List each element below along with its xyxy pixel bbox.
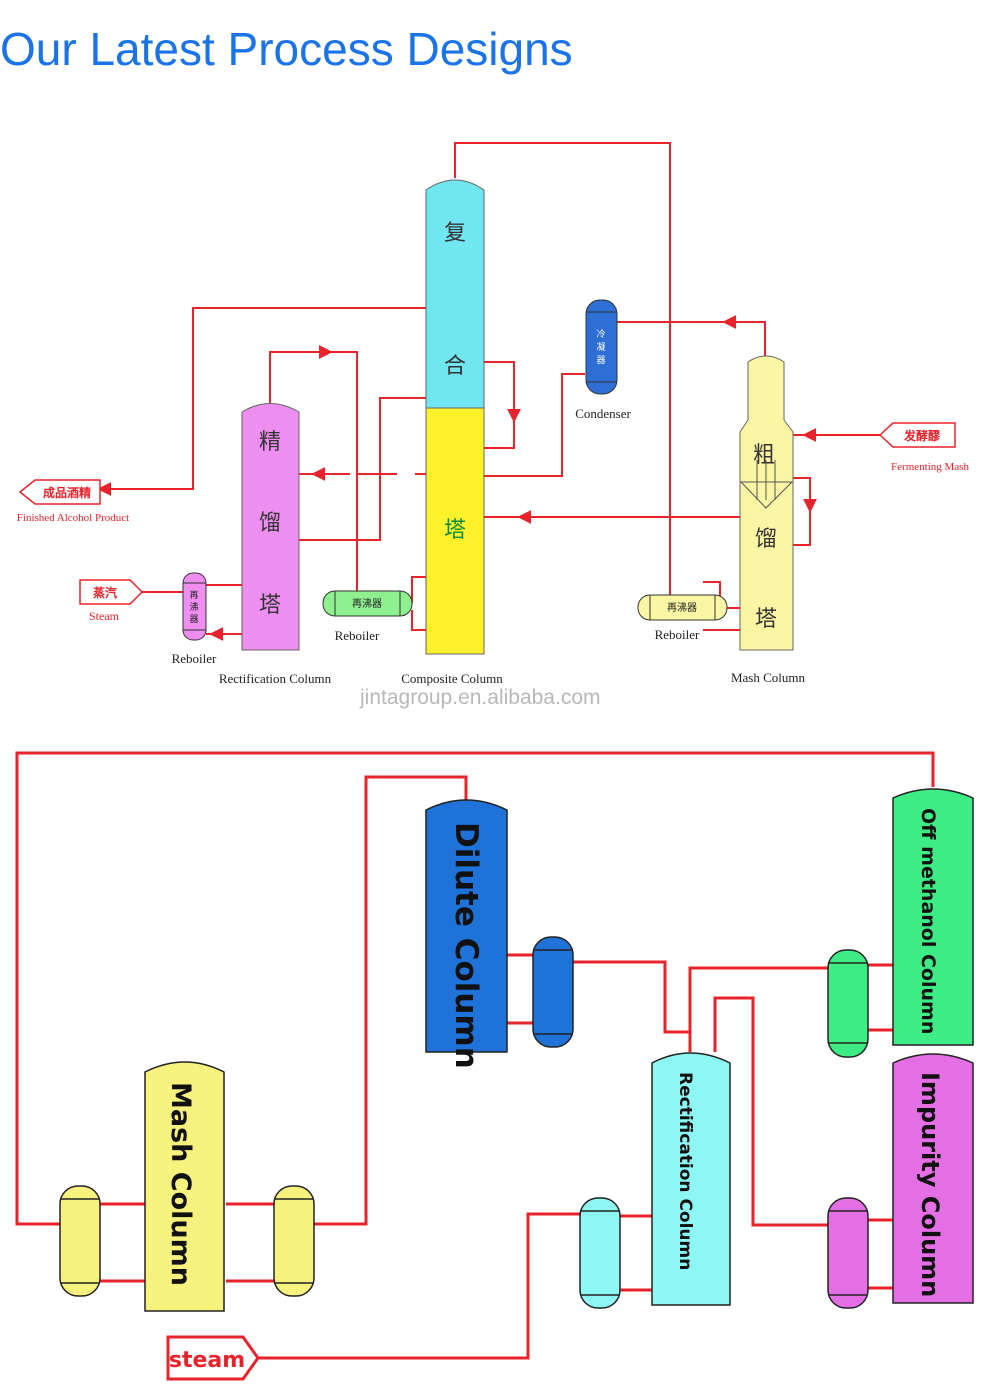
pipe-rect-offmeth xyxy=(688,966,828,1032)
off-methanol-label: Off methanol Column xyxy=(917,808,939,1034)
mash-column: 粗 馏 塔 Mash Column xyxy=(731,355,806,685)
pipe-steam-2 xyxy=(258,1212,580,1360)
reboiler-right-text: 再沸器 xyxy=(667,601,697,614)
rectification-reboiler-2 xyxy=(579,1197,621,1309)
diagram-1: 复 合 塔 Composite Column 精 馏 塔 Rectificati… xyxy=(17,142,969,686)
mash-label-2: Mash Column xyxy=(165,1082,196,1286)
steam-tag-label: Steam xyxy=(89,609,120,623)
condenser-char-2: 凝 xyxy=(596,342,605,353)
condenser-label: Condenser xyxy=(575,406,631,421)
pipe-outer-loop xyxy=(15,751,935,1226)
mash-tag-text: 发酵醪 xyxy=(903,428,941,443)
reboiler-mid-label: Reboiler xyxy=(335,628,380,643)
reboiler-left-char-3: 器 xyxy=(189,614,198,625)
rect-char-3: 塔 xyxy=(259,593,281,618)
mash-tag: 发酵醪 Fermenting Mash xyxy=(878,422,969,473)
mash-char-2: 馏 xyxy=(755,527,777,552)
pipe-composite-to-product xyxy=(97,307,426,496)
off-methanol-column: Off methanol Column xyxy=(892,788,974,1046)
reboiler-right-label: Reboiler xyxy=(655,627,700,642)
mash-column-2: Mash Column xyxy=(144,1061,225,1312)
composite-column-bottom xyxy=(425,407,485,655)
diagram-2: Dilute Column Off methanol Column Impuri… xyxy=(15,751,974,1381)
condenser-char-3: 器 xyxy=(596,355,605,366)
reboiler-left: 再 沸 器 Reboiler xyxy=(172,572,217,666)
pipe-mash-dilute xyxy=(312,775,468,1226)
product-tag: 成品酒精 Finished Alcohol Product xyxy=(17,479,129,524)
composite-char-3: 塔 xyxy=(444,518,466,543)
off-methanol-reboiler xyxy=(827,949,869,1058)
steam-tag-2: steam xyxy=(166,1335,260,1381)
page-title: Our Latest Process Designs xyxy=(0,23,573,75)
composite-column: 复 合 塔 Composite Column xyxy=(401,179,503,686)
mash-char-1: 粗 xyxy=(753,443,775,468)
composite-column-label: Composite Column xyxy=(401,671,503,686)
rectification-column-2: Rectification Column xyxy=(651,1052,731,1306)
mash-reboiler-left-2 xyxy=(59,1185,101,1297)
reboiler-left-char-2: 沸 xyxy=(189,601,198,613)
dilute-reboiler xyxy=(532,936,574,1048)
condenser: 冷 凝 器 Condenser xyxy=(575,299,631,421)
pipe-dilute-rect xyxy=(573,960,692,1052)
pipe-condenser-mash xyxy=(617,321,766,360)
dilute-column-label: Dilute Column xyxy=(448,822,484,1069)
rectification-column-label: Rectification Column xyxy=(219,671,332,686)
dilute-column: Dilute Column xyxy=(425,799,508,1069)
rect-char-1: 精 xyxy=(259,430,281,455)
impurity-reboiler xyxy=(827,1197,869,1309)
impurity-column: Impurity Column xyxy=(892,1053,974,1304)
mash-reboiler-right-2 xyxy=(273,1185,315,1297)
diagram-1-pipes xyxy=(97,142,880,641)
watermark: jintagroup.en.alibaba.com xyxy=(360,686,601,709)
composite-column-top xyxy=(425,179,485,409)
reboiler-left-char-1: 再 xyxy=(189,590,198,601)
mash-tag-label: Fermenting Mash xyxy=(891,461,969,473)
mash-char-3: 塔 xyxy=(755,607,777,632)
rect-char-2: 馏 xyxy=(259,511,281,536)
condenser-char-1: 冷 xyxy=(596,328,605,340)
product-tag-label: Finished Alcohol Product xyxy=(17,512,129,524)
reboiler-left-label: Reboiler xyxy=(172,651,217,666)
reboiler-right: 再沸器 Reboiler xyxy=(637,594,728,642)
pipe-composite-side xyxy=(484,361,515,449)
impurity-label: Impurity Column xyxy=(916,1072,944,1297)
steam-tag-2-text: steam xyxy=(169,1348,245,1373)
mash-column-label: Mash Column xyxy=(731,670,806,685)
rectification-label-2: Rectification Column xyxy=(675,1072,695,1270)
pipe-rect-mid xyxy=(299,397,426,541)
composite-char-2: 合 xyxy=(444,354,466,379)
steam-tag: 蒸汽 Steam xyxy=(79,579,144,623)
steam-tag-text: 蒸汽 xyxy=(93,585,117,600)
diagram-2-pipes xyxy=(15,751,935,1360)
product-tag-text: 成品酒精 xyxy=(43,485,91,500)
rectification-column: 精 馏 塔 Rectification Column xyxy=(219,403,332,686)
pipe-composite-condenser xyxy=(484,373,585,477)
reboiler-mid: 再沸器 Reboiler xyxy=(322,590,413,643)
composite-char-1: 复 xyxy=(444,221,466,246)
reboiler-mid-text: 再沸器 xyxy=(352,597,382,610)
